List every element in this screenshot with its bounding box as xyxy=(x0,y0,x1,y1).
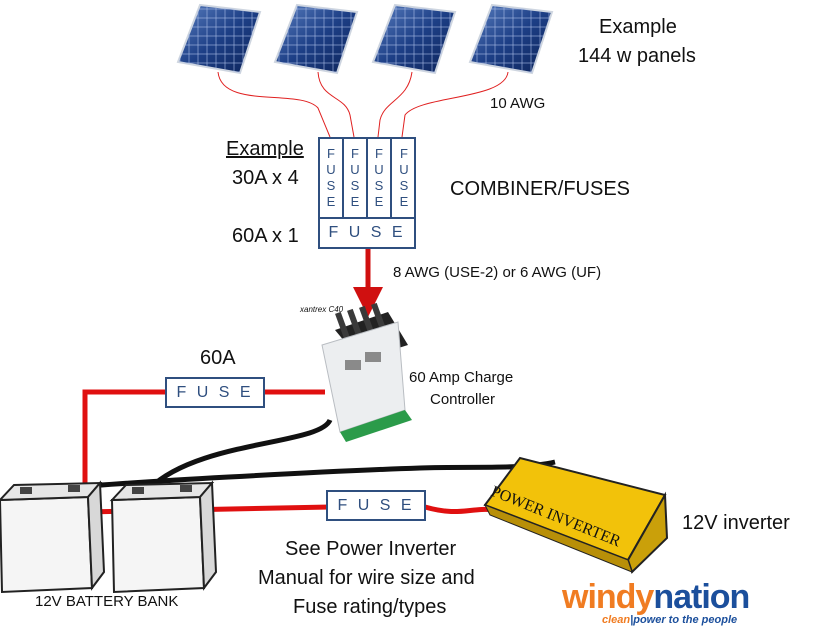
combiner-branch-rating: 30A x 4 xyxy=(232,167,299,189)
combiner-label: COMBINER/FUSES xyxy=(450,178,631,200)
solar-panel-3 xyxy=(371,3,457,75)
inverter-label: 12V inverter xyxy=(682,512,790,534)
controller-label-line2: Controller xyxy=(430,391,496,408)
branch-fuse-1: FUSE xyxy=(320,139,344,217)
battery-fuse-rating: 60A xyxy=(200,347,236,369)
battery-label: 12V BATTERY BANK xyxy=(35,593,179,610)
combiner-box: FUSE FUSE FUSE FUSE F U S E xyxy=(318,137,416,249)
panel-wires xyxy=(217,71,509,138)
controller-wire-label: 8 AWG (USE-2) or 6 AWG (UF) xyxy=(393,264,602,281)
branch-fuse-4: FUSE xyxy=(396,146,412,210)
branch-fuse-3: FUSE xyxy=(368,139,392,217)
panels-label-line2: 144 w panels xyxy=(578,45,696,67)
controller-label-line1: 60 Amp Charge xyxy=(409,369,514,386)
battery-1 xyxy=(0,480,106,594)
logo-tagline: clean|power to the people xyxy=(602,614,738,626)
branch-fuse-2: FUSE xyxy=(344,139,368,217)
negative-wires xyxy=(29,418,556,495)
solar-panel-4 xyxy=(468,3,554,75)
panel-wire-gauge: 10 AWG xyxy=(490,95,546,112)
note-line1: See Power Inverter xyxy=(285,538,457,560)
controller-brand: xantrex C40 xyxy=(300,305,344,314)
note-line2: Manual for wire size and xyxy=(258,567,475,589)
combiner-main-rating: 60A x 1 xyxy=(232,225,299,247)
charge-controller xyxy=(321,302,412,442)
panels-label-line1: Example xyxy=(599,16,677,38)
battery-fuse: F U S E xyxy=(165,377,265,408)
note-line3: Fuse rating/types xyxy=(293,596,447,618)
battery-2 xyxy=(109,480,218,594)
combiner-example-heading: Example xyxy=(226,138,304,160)
solar-panel-1 xyxy=(176,3,262,75)
main-fuse: F U S E xyxy=(320,217,414,247)
windynation-logo: windynation xyxy=(562,578,750,616)
power-inverter: POWER INVERTER xyxy=(483,456,669,574)
inverter-fuse: F U S E xyxy=(326,490,426,521)
solar-panel-2 xyxy=(273,3,359,75)
